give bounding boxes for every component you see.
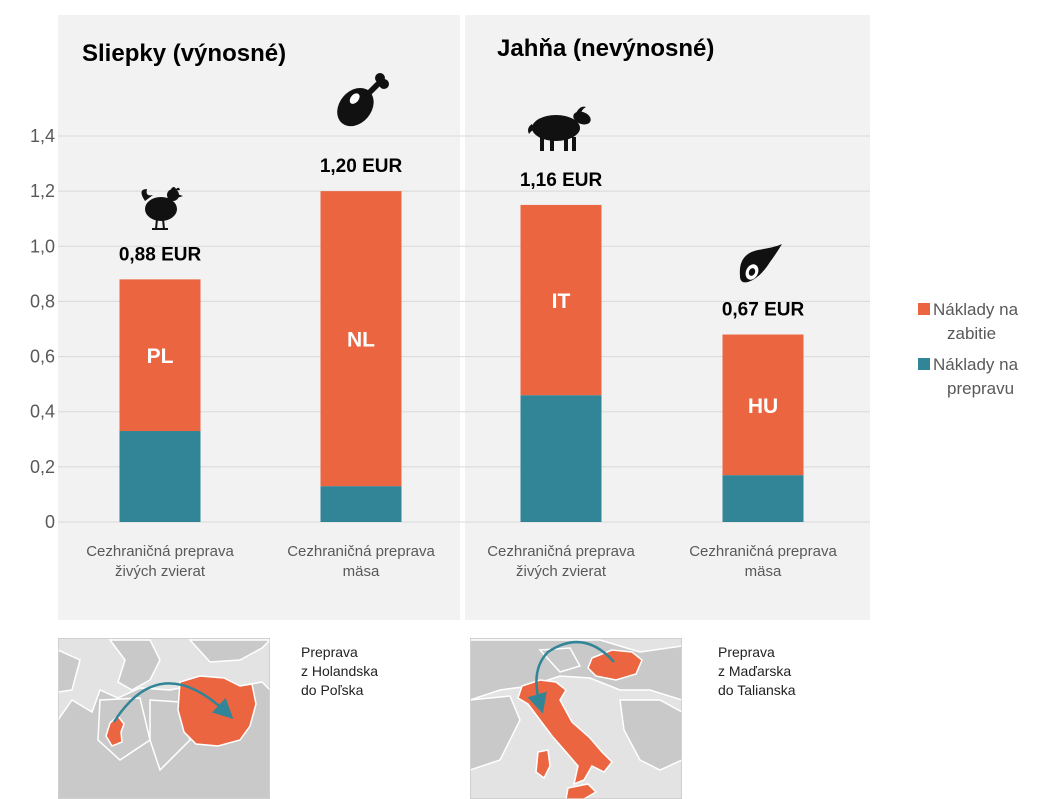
drumstick-icon [337,73,389,127]
y-tick-label: 1,4 [30,126,55,146]
bar-total-label: 1,16 EUR [520,170,603,191]
map-arrow [527,640,615,714]
x-category-label: Cezhraničná preprava [689,543,837,560]
bar-segment-transport [320,486,402,522]
bar-segment-slaughter [520,204,602,396]
bar-total-label: 1,20 EUR [320,156,403,177]
bar-segment-transport [119,431,201,522]
y-tick-label: 1,0 [30,236,55,256]
bar-segment-transport [722,475,804,522]
legend-label-slaughter-line1: Náklady na [933,300,1019,319]
map-highlight-sicily [565,783,598,799]
map-caption-line: Preprava [718,644,775,660]
x-category-label: Cezhraničná preprava [287,543,435,560]
bar-country-label: NL [347,329,375,352]
x-category-label: živých zvierat [516,563,607,580]
europe-map-netherlands-poland [58,638,270,799]
europe-map-hungary-italy [470,638,682,799]
y-tick-label: 0,4 [30,402,55,422]
map-caption-line: Preprava [301,644,358,660]
x-category-label: živých zvierat [115,563,206,580]
legend-label-transport-line1: Náklady na [933,355,1019,374]
y-tick-label: 0,6 [30,347,55,367]
map-highlight-hungary [587,649,643,681]
map-caption-line: do Talianska [718,682,796,698]
bar-segment-transport [520,395,602,522]
map-caption-line: z Holandska [301,663,379,679]
bar-country-label: IT [552,290,571,313]
bar-total-label: 0,67 EUR [722,300,805,321]
map-arrow [112,682,234,723]
map-highlight-netherlands [105,714,125,747]
map-caption-line: z Maďarska [718,663,792,679]
legend-swatch-transport [918,358,930,370]
legend-label-transport-line2: prepravu [947,379,1014,398]
panel-title-lambs: Jahňa (nevýnosné) [497,35,714,62]
bar-country-label: PL [147,345,174,368]
legend-swatch-slaughter [918,303,930,315]
x-category-label: mäsa [745,563,782,580]
sheep-icon [528,106,591,151]
map-caption-line: do Poľska [301,682,364,698]
y-tick-label: 0,8 [30,291,55,311]
map-caption-netherlands-poland: Preprava z Holandska do Poľska [301,643,378,700]
chicken-icon [141,187,183,230]
y-axis-ticks: 0 0,2 0,4 0,6 0,8 1,0 1,2 1,4 [30,126,55,532]
bar-layer [119,191,804,522]
y-tick-label: 0,2 [30,457,55,477]
bar-segment-slaughter [320,191,402,487]
panel-title-chickens: Sliepky (výnosné) [82,40,286,67]
bar-segment-slaughter [119,279,201,432]
label-layer: PL 0,88 EUR Cezhraničná preprava živých zvi… [86,156,837,580]
x-category-label: mäsa [343,563,380,580]
y-tick-label: 0 [45,512,55,532]
legend: Náklady na zabitie Náklady na prepravu [918,300,1019,398]
bar-total-label: 0,88 EUR [119,244,202,265]
bar-segment-slaughter [722,334,804,476]
bar-country-label: HU [748,395,778,418]
ham-icon [739,244,782,283]
legend-label-slaughter-line2: zabitie [947,324,996,343]
y-tick-label: 1,2 [30,181,55,201]
map-caption-hungary-italy: Preprava z Maďarska do Talianska [718,643,796,700]
map-highlight-sardinia [535,749,551,780]
x-category-label: Cezhraničná preprava [487,543,635,560]
x-category-label: Cezhraničná preprava [86,543,234,560]
